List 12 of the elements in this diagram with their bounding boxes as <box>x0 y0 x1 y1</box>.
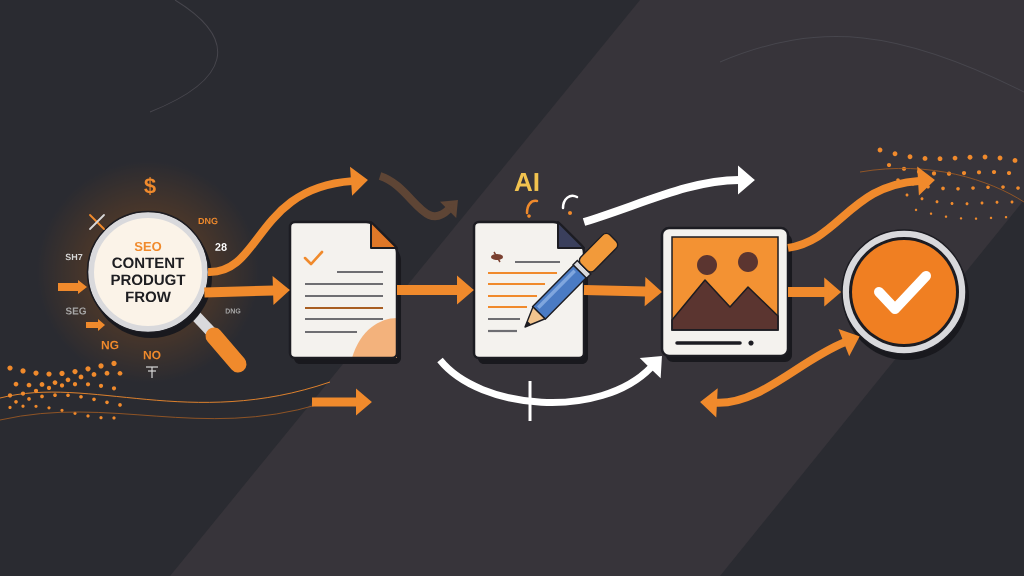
check-badge <box>841 229 969 360</box>
floating-text: NO <box>143 350 161 360</box>
curved-arrow <box>437 356 662 406</box>
floating-text: SH7 <box>65 253 83 261</box>
floating-text: SEG <box>65 307 86 315</box>
caption-text: AI <box>514 173 539 191</box>
edited-document-icon <box>472 220 619 364</box>
floating-text: $ <box>144 177 156 195</box>
document-icon <box>288 220 401 364</box>
floating-text: NG <box>101 340 119 350</box>
image-frame-icon <box>660 226 792 362</box>
floating-text: 28 <box>215 243 227 251</box>
